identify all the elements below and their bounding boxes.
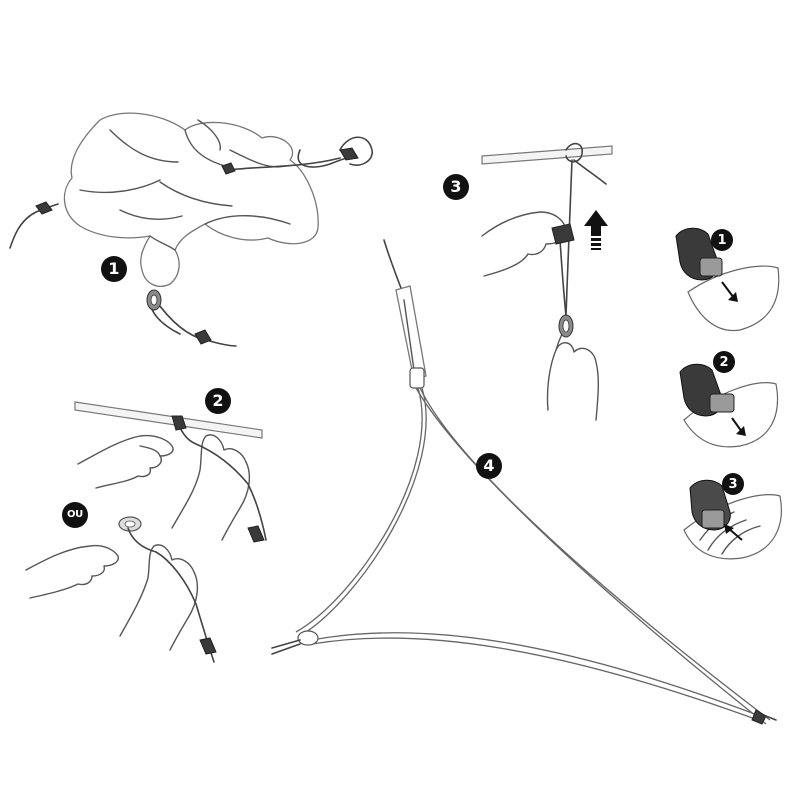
triangle-sail [295,387,771,725]
step2-badge: 2 [205,388,231,414]
step4-illustration [271,239,777,725]
step3-illustration [481,142,613,421]
left-hand-step2 [77,434,174,489]
clip-step2-badge: 2 [713,351,735,373]
left-hand-alt [25,544,119,599]
step3-badge: 3 [443,174,469,200]
step1-badge: 1 [101,256,127,282]
hand-top-step3 [481,211,567,277]
cord-tensioners [35,147,359,345]
corner-ring-left [271,630,319,655]
clip-step3 [683,479,782,560]
hand-bottom-step3 [546,319,599,421]
right-hand-step2 [171,434,251,541]
fabric-wedge [683,382,779,448]
arrow-up-left-icon [724,524,734,534]
clip-slider [709,393,735,413]
horizontal-bar [74,401,263,439]
or-badge: OU [62,502,88,528]
fabric-wedge [683,494,782,560]
step1-illustration [9,112,373,347]
arrow-up-icon [584,210,608,250]
alt-tensioner [199,637,217,655]
step2-tensioner [247,525,265,543]
clip-step1 [675,227,780,332]
step3-tensioner [551,223,575,245]
top-tensioner-step4 [395,285,427,389]
clip-slider [701,509,725,529]
right-hand-alt [119,544,199,651]
top-bar [481,145,613,165]
wall-eye-hook [118,516,142,532]
clip-step2 [679,363,779,448]
step4-badge: 4 [476,453,502,479]
clip-slider [699,257,723,277]
step2-illustration [25,401,267,663]
clip-step3-badge: 3 [722,473,744,495]
arrow-down-icon [736,426,746,436]
knot-loop [565,142,607,185]
clip-step1-badge: 1 [711,229,733,251]
corner-ring-right [751,709,777,725]
crumpled-sail [63,112,319,287]
arrow-down-icon [728,292,738,302]
cord-knot [171,415,187,431]
